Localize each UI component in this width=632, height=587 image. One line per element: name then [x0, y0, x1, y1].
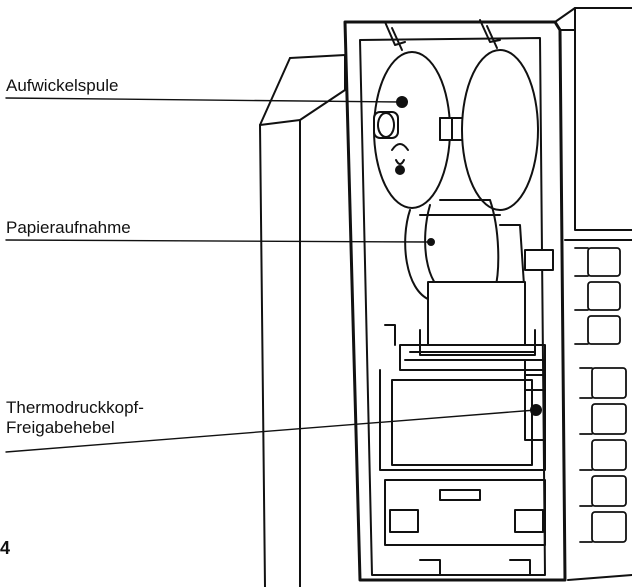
label-head-release-lever: Thermodruckkopf- Freigabehebel	[6, 398, 144, 438]
register-body-right	[554, 7, 632, 581]
printer-compartment-frame	[343, 20, 567, 582]
leader-line-spool	[5, 97, 403, 103]
label-paper-holder: Papieraufnahme	[6, 218, 131, 237]
spool-hooks	[384, 19, 501, 51]
leader-lines	[5, 97, 537, 453]
take-up-spool	[373, 51, 451, 209]
leader-line-lever	[5, 409, 537, 453]
register-body-left	[259, 54, 346, 587]
label-head-release-line2: Freigabehebel	[6, 418, 115, 437]
print-head-housing	[379, 324, 546, 471]
bottom-tray	[384, 479, 546, 576]
leader-line-paper	[5, 239, 432, 243]
label-head-release-line1: Thermodruckkopf-	[6, 398, 144, 417]
label-take-up-spool: Aufwickelspule	[6, 76, 119, 95]
paper-spool-disc	[461, 49, 539, 211]
keypad-keys	[574, 247, 627, 543]
page-marker: 4	[0, 538, 11, 558]
